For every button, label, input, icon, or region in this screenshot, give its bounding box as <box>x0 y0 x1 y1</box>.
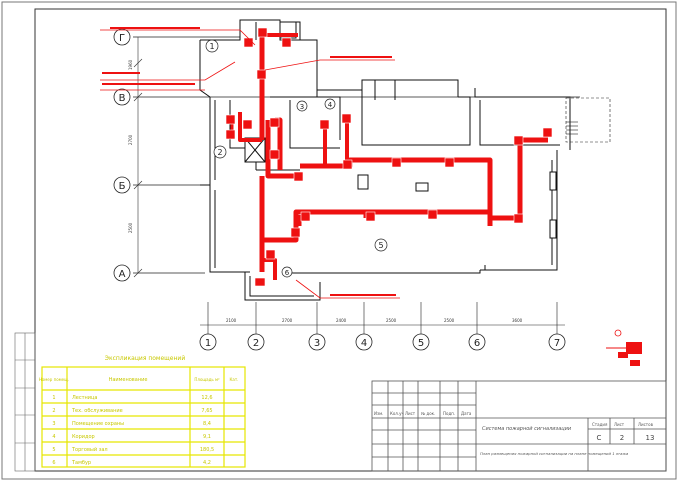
dimension-texts-bottom: 2100 2700 2400 2500 2500 3600 <box>226 318 523 323</box>
spec-header-area: Площадь м² <box>194 377 220 382</box>
stair-right <box>565 97 611 143</box>
svg-text:2700: 2700 <box>128 134 133 145</box>
svg-text:2500: 2500 <box>444 318 455 323</box>
table-row-cell: 12,6 <box>201 395 212 401</box>
table-row-cell: Тех. обслуживание <box>71 408 123 414</box>
alarm-wiring <box>230 32 548 280</box>
spec-table-title: Экспликация помещений <box>105 355 186 362</box>
table-row-cell: Тамбур <box>71 460 91 466</box>
axis-label-g: Г <box>119 33 125 44</box>
dimension-texts-left: 1960 2700 2500 <box>128 59 133 233</box>
svg-text:2700: 2700 <box>282 318 293 323</box>
table-row-cell: 8,4 <box>203 421 211 427</box>
room-number-4: 4 <box>328 101 333 109</box>
axis-label-6: 6 <box>474 338 480 349</box>
svg-text:3600: 3600 <box>512 318 523 323</box>
title-header-sign: Подп. <box>443 411 455 416</box>
sheet-label: Лист <box>614 422 625 427</box>
table-row-cell: 9,1 <box>203 434 211 440</box>
spec-header-name: Наименование <box>109 377 148 383</box>
spec-header-number: Номер помещ. <box>39 377 69 382</box>
leader-lines <box>100 29 400 299</box>
axis-row-markers: Г В Б А <box>113 28 131 282</box>
svg-text:2400: 2400 <box>336 318 347 323</box>
svg-text:1960: 1960 <box>128 59 133 70</box>
stage-label: Стадия <box>592 422 608 427</box>
detector-markers <box>225 27 553 287</box>
axis-label-4: 4 <box>361 338 367 349</box>
table-row-cell: Лестница <box>72 395 97 401</box>
detector-legend <box>606 329 642 366</box>
side-stamp <box>14 332 36 472</box>
table-row-cell: 7,65 <box>201 408 212 414</box>
axis-label-b: Б <box>119 181 126 192</box>
svg-text:2500: 2500 <box>386 318 397 323</box>
sheets-value: 13 <box>646 434 655 442</box>
table-row-cell: 4 <box>52 434 55 440</box>
room-number-1: 1 <box>209 42 214 51</box>
axis-label-v: В <box>119 93 126 104</box>
spec-header-category: Кат. <box>230 377 239 382</box>
stage-value: С <box>597 434 602 442</box>
axis-label-2: 2 <box>253 338 259 349</box>
room-number-2: 2 <box>217 148 222 157</box>
title-header-change: Изм. <box>374 411 383 416</box>
axis-label-3: 3 <box>314 338 320 349</box>
axis-label-5: 5 <box>418 338 424 349</box>
axis-col-markers: 1 2 3 4 5 6 7 <box>199 333 566 351</box>
room-number-6: 6 <box>285 269 290 277</box>
room-number-3: 3 <box>300 103 304 111</box>
spec-rows: 1 Лестница 12,6 2 Тех. обслуживание 7,65… <box>52 395 214 466</box>
inner-frame <box>34 8 667 472</box>
table-row-cell: 6 <box>52 460 55 466</box>
table-row-cell: 1 <box>52 395 55 401</box>
table-row-cell: 3 <box>52 421 55 427</box>
sheets-label: Листов <box>638 422 654 427</box>
room-markers: 1 2 3 4 5 6 <box>205 39 388 278</box>
svg-text:2100: 2100 <box>226 318 237 323</box>
building-walls <box>199 19 571 301</box>
leader-text-lines <box>102 27 396 296</box>
title-header-count: Кол.уч <box>390 411 404 416</box>
project-title: Система пожарной сигнализации <box>482 426 572 432</box>
table-row-cell: 2 <box>52 408 55 414</box>
axis-label-a: А <box>119 269 126 280</box>
grid-axes-vertical <box>200 302 565 334</box>
title-header-sheet: Лист <box>405 411 416 416</box>
table-row-cell: Коридор <box>72 434 95 440</box>
table-row-cell: Торговый зал <box>71 446 108 453</box>
axis-label-1: 1 <box>205 338 211 349</box>
dimension-left <box>133 37 143 278</box>
sheet-value: 2 <box>620 434 624 442</box>
sheet-title: План размещения пожарной сигнализации на… <box>480 451 629 456</box>
table-row-cell: 180,5 <box>200 447 214 453</box>
svg-text:2500: 2500 <box>128 222 133 233</box>
title-header-date: Дата <box>461 411 472 416</box>
table-row-cell: Помещение охраны <box>72 421 124 427</box>
table-row-cell: 5 <box>52 447 55 453</box>
axis-label-7: 7 <box>554 338 560 349</box>
title-header-doc: № док. <box>421 411 435 416</box>
room-number-5: 5 <box>378 241 383 250</box>
table-row-cell: 4,2 <box>203 460 211 466</box>
